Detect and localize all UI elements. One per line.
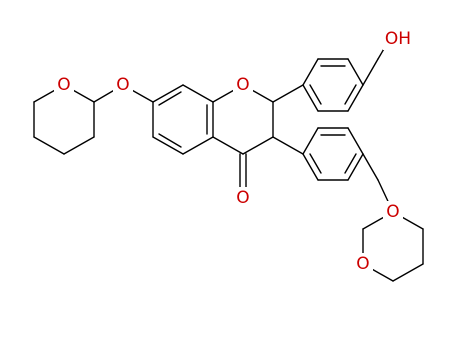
bond (392, 263, 424, 282)
bond (182, 84, 214, 103)
bond (302, 58, 319, 86)
hydroxyl-label: OH (385, 29, 411, 49)
bond-lines (33, 41, 424, 282)
label-mask (233, 74, 253, 96)
bond-double-inner (309, 84, 322, 105)
bond (302, 153, 319, 181)
bond (272, 84, 304, 103)
bond (302, 127, 319, 155)
label-mask (383, 28, 411, 50)
bond (33, 136, 65, 155)
label-mask (113, 74, 133, 96)
bond (152, 136, 184, 155)
bond (362, 58, 379, 86)
bond-double-inner (158, 133, 182, 148)
bond (272, 136, 304, 155)
bond (362, 153, 379, 181)
bond-double-inner (344, 153, 357, 174)
label-mask (54, 74, 74, 96)
ether-oxygen-left-label: O (116, 75, 129, 95)
label-mask (383, 201, 403, 223)
bond (347, 153, 364, 181)
bond (347, 84, 364, 112)
thp-oxygen-left-label: O (57, 75, 70, 95)
carbonyl-oxygen-label: O (236, 188, 249, 208)
thp-oxygen-lower-label: O (356, 254, 369, 274)
bond (63, 136, 95, 155)
bond (242, 136, 274, 155)
atom-labels: O O O O OH O O (57, 29, 411, 274)
bond (182, 136, 214, 155)
atom-label-backgrounds (54, 28, 411, 275)
label-mask (353, 253, 373, 275)
bond-double-inner (309, 153, 322, 174)
bond (302, 84, 319, 112)
ether-oxygen-lower-label: O (386, 202, 399, 222)
bond (212, 136, 244, 155)
bond (347, 127, 364, 155)
bond-double-inner (344, 84, 357, 105)
chromane-ring-oxygen-label: O (236, 75, 249, 95)
label-mask (233, 187, 253, 209)
bond (152, 84, 184, 103)
bond (347, 58, 364, 86)
bond-double-inner (158, 91, 182, 106)
